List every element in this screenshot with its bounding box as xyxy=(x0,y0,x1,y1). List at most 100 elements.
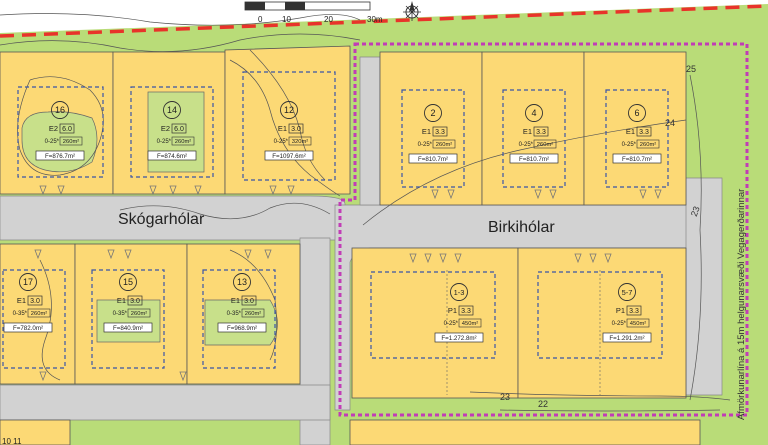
north-arrow-icon xyxy=(403,1,421,21)
lot-number: 14 xyxy=(167,105,177,115)
lot-height: 0-25* xyxy=(519,142,534,148)
lot-parcel-12 xyxy=(224,45,351,195)
lot-ratio: 3.0 xyxy=(130,298,140,305)
lot-height: 0-25* xyxy=(274,139,289,145)
lot-f-value: F=1.291.2m² xyxy=(609,335,644,342)
lot-height: 0-35* xyxy=(113,311,128,317)
lot-parcel-south xyxy=(0,419,71,445)
lot-number-circle xyxy=(450,283,468,301)
lot-number-circle xyxy=(163,101,181,119)
lot-parcel-5-7 xyxy=(517,247,687,399)
lot-f-value: F=810.7m² xyxy=(519,156,549,163)
lot-f-box xyxy=(264,150,314,161)
lot-ratio-box xyxy=(533,126,549,137)
lot-divisions xyxy=(446,270,601,395)
lot-number: 13 xyxy=(237,277,247,287)
lot-zone: E1 xyxy=(422,127,431,136)
lot-area-box xyxy=(59,136,83,146)
lot-parcel-6 xyxy=(583,51,687,206)
building-area-4 xyxy=(502,89,566,188)
lot-number-circle xyxy=(618,283,636,301)
municipal-border-line xyxy=(0,4,768,38)
contour-lines xyxy=(0,13,731,412)
lot-ratio-box xyxy=(636,126,652,137)
lot-f-value: F=874.6m² xyxy=(157,153,187,160)
scale-label-20: 20 xyxy=(324,15,333,24)
lot-ratio: 3.3 xyxy=(536,129,546,136)
lot-ratio-box xyxy=(59,123,75,134)
lot-height: 0-35* xyxy=(227,311,242,317)
lot-ratio-box xyxy=(288,123,304,134)
lot-area: 260m² xyxy=(537,142,554,148)
contour-label: 23 xyxy=(500,392,510,402)
lot-zone: E1 xyxy=(117,296,126,305)
road-network xyxy=(0,56,723,445)
lot-ratio-box xyxy=(127,295,143,306)
lot-zone: E2 xyxy=(49,124,58,133)
lot-zone: P1 xyxy=(448,306,457,315)
lot-number: 1-3 xyxy=(454,288,465,297)
lot-zone: E1 xyxy=(523,127,532,136)
lot-height: 0-25* xyxy=(612,321,627,327)
lot-number-circle xyxy=(628,104,646,122)
street-name-birkiholar: Birkihólar xyxy=(488,219,555,236)
lot-number: 12 xyxy=(284,105,294,115)
lot-area-box xyxy=(533,139,557,149)
lot-area-box xyxy=(458,318,482,328)
lot-height: 0-25* xyxy=(444,321,459,327)
lot-f-box xyxy=(509,153,559,164)
lot-number-circle xyxy=(424,104,442,122)
lot-f-box xyxy=(612,153,662,164)
lot-area-box xyxy=(171,136,195,146)
lot-ratio-box xyxy=(241,295,257,306)
lot-number: 2 xyxy=(430,108,435,118)
scale-bar: 0 10 20 30m xyxy=(244,1,421,24)
lot-parcel-4 xyxy=(481,51,585,206)
lot-f-box xyxy=(3,322,53,333)
scale-bar-segment xyxy=(245,2,265,10)
lot-f-box xyxy=(408,153,458,164)
lot-zone: E1 xyxy=(626,127,635,136)
lot-number-circle xyxy=(280,101,298,119)
contour-line xyxy=(689,74,702,401)
contour-line xyxy=(249,49,326,181)
lot-area: 260m² xyxy=(436,142,453,148)
lot-area: 260m² xyxy=(131,311,148,317)
contour-label: 23 xyxy=(689,205,702,218)
contour-label: 22 xyxy=(538,399,548,409)
scale-label-30m: 30m xyxy=(367,15,383,24)
lot-zone: E1 xyxy=(231,296,240,305)
building-areas xyxy=(2,71,669,369)
lot-parcel-2 xyxy=(379,51,483,206)
lot-f-value: F=1.272.8m² xyxy=(441,335,476,342)
lot-area-box xyxy=(27,308,51,318)
lot-ratio: 3.3 xyxy=(639,129,649,136)
lot-f-box xyxy=(602,332,652,343)
lot-parcel-15 xyxy=(74,243,188,385)
lot-area: 450m² xyxy=(630,321,647,327)
lot-number: 5-7 xyxy=(622,288,633,297)
lot-f-value: F=1097.6m² xyxy=(272,153,306,160)
lot-area: 260m² xyxy=(245,311,262,317)
contour-label: 25 xyxy=(686,64,696,74)
street-name-skogarholar: Skógarhólar xyxy=(118,211,205,228)
lot-zone: E1 xyxy=(278,124,287,133)
lot-number: 17 xyxy=(23,277,33,287)
scale-label-10: 10 xyxy=(282,15,291,24)
lot-number-circle xyxy=(525,104,543,122)
lot-number-circle xyxy=(19,273,37,291)
lot-area-box xyxy=(636,139,660,149)
lot-area: 260m² xyxy=(31,311,48,317)
building-area-15 xyxy=(91,269,165,369)
lot-number-circle xyxy=(233,273,251,291)
lot-number-circle xyxy=(51,101,69,119)
lot-number: 4 xyxy=(531,108,536,118)
lot-zone: E1 xyxy=(17,296,26,305)
